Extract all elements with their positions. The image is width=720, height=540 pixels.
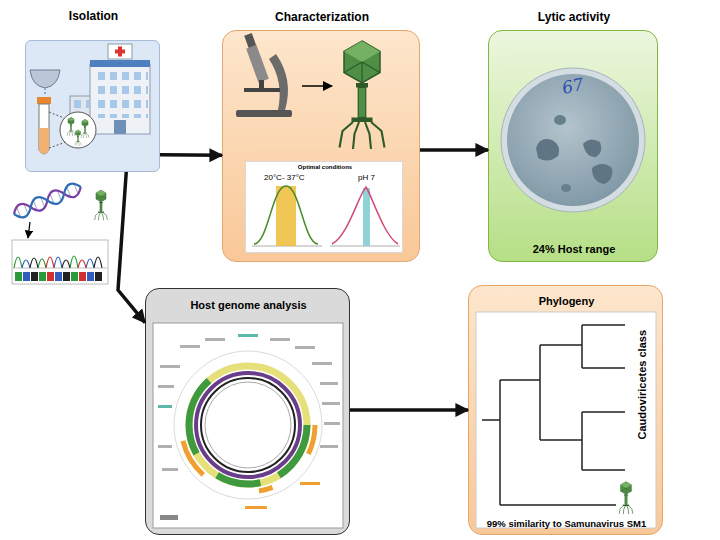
chromatogram-baseline — [13, 268, 107, 269]
flow-arrow — [350, 408, 468, 412]
dna-rung — [67, 187, 71, 196]
chromatogram-peak — [22, 257, 94, 268]
chromatogram-peak — [30, 257, 102, 268]
dna-strand — [11, 181, 83, 220]
base-call — [39, 272, 46, 281]
panel-title: Lytic activity — [489, 11, 659, 25]
dna-strand — [11, 181, 83, 220]
dna-rung — [33, 201, 37, 210]
sequencing-arrow — [28, 222, 30, 238]
genome-panel: Host genome analysis — [145, 288, 350, 535]
dna-rung — [74, 184, 78, 193]
base-call — [95, 272, 102, 281]
dna-rung — [41, 198, 45, 207]
base-call — [55, 272, 62, 281]
base-call — [71, 272, 78, 281]
base-call — [23, 272, 30, 281]
base-call — [15, 272, 22, 281]
panel-title: Characterization — [223, 11, 421, 25]
chromatogram-box — [12, 240, 108, 284]
host-range-note: 24% Host range — [489, 243, 659, 256]
dna-rung — [50, 194, 54, 203]
base-call — [63, 272, 70, 281]
flow-arrow — [160, 153, 222, 157]
panel-title: Isolation — [26, 10, 161, 24]
flow-arrow — [118, 172, 145, 323]
phylogeny-panel: PhylogenyCaudoviricetes class 99% similar… — [468, 285, 663, 535]
characterization-panel: CharacterizationOptimal conditions20°C- … — [222, 30, 420, 262]
panel-title: Host genome analysis — [146, 299, 351, 312]
dna-helix — [11, 181, 83, 220]
lytic-panel: Lytic activity24% Host range — [488, 30, 658, 262]
class-label: Caudoviricetes class — [636, 330, 649, 439]
base-call — [79, 272, 86, 281]
phage-icon — [95, 190, 108, 220]
panel-title: Phylogeny — [469, 295, 664, 308]
temperature-label: 20°C- 37°C — [264, 173, 305, 182]
base-call — [47, 272, 54, 281]
chromatogram-peak — [46, 257, 86, 268]
dna-rung — [17, 207, 21, 216]
flow-arrow — [420, 148, 488, 152]
base-call — [87, 272, 94, 281]
ph-label: pH 7 — [358, 173, 375, 182]
dna-rung — [24, 204, 28, 213]
dna-rung — [58, 191, 62, 200]
conditions-graph: Optimal conditions 20°C- 37°C pH 7 — [245, 161, 403, 253]
base-calls — [15, 272, 102, 281]
isolation-panel: Isolation — [25, 40, 160, 172]
similarity-note: 99% similarity to Samunavirus SM1 — [469, 519, 664, 530]
chromatogram-peak — [14, 256, 78, 268]
base-call — [31, 272, 38, 281]
graph-title: Optimal conditions — [246, 164, 404, 171]
